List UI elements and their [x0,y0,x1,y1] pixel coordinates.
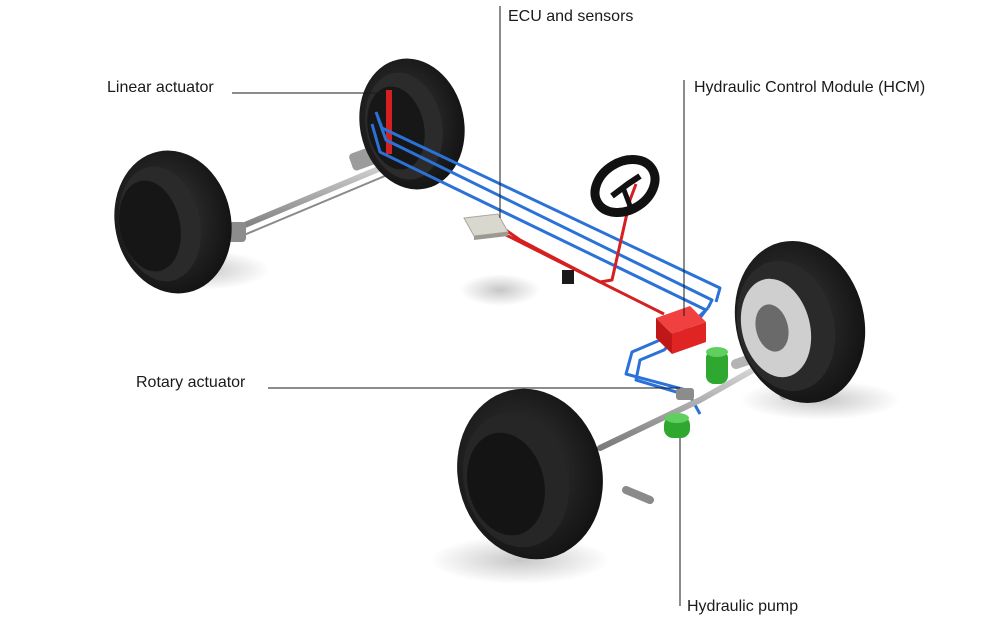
linear-actuator [386,90,392,154]
front-right-wheel [734,240,866,404]
callout-leaders [232,6,685,606]
ecu-sensors-label: ECU and sensors [508,8,634,25]
rear-left-wheel [114,150,232,294]
hydraulic-pump-label: Hydraulic pump [687,598,799,615]
rotary-actuator [676,388,694,400]
steering-wheel [590,155,660,217]
front-left-wheel [457,388,603,560]
sensor-connector [562,270,574,284]
hydraulic-lines [370,111,722,415]
hydraulic-pump-lower [664,413,690,438]
ecu-module [463,213,509,240]
rear-right-wheel [359,58,465,190]
rotary-actuator-label: Rotary actuator [136,374,246,391]
linear-actuator-label: Linear actuator [107,79,214,96]
electrical-lines [499,183,665,316]
hydraulic-control-module [656,306,706,354]
hcm-label: Hydraulic Control Module (HCM) [694,79,926,96]
hydraulic-pump-upper [706,347,728,384]
